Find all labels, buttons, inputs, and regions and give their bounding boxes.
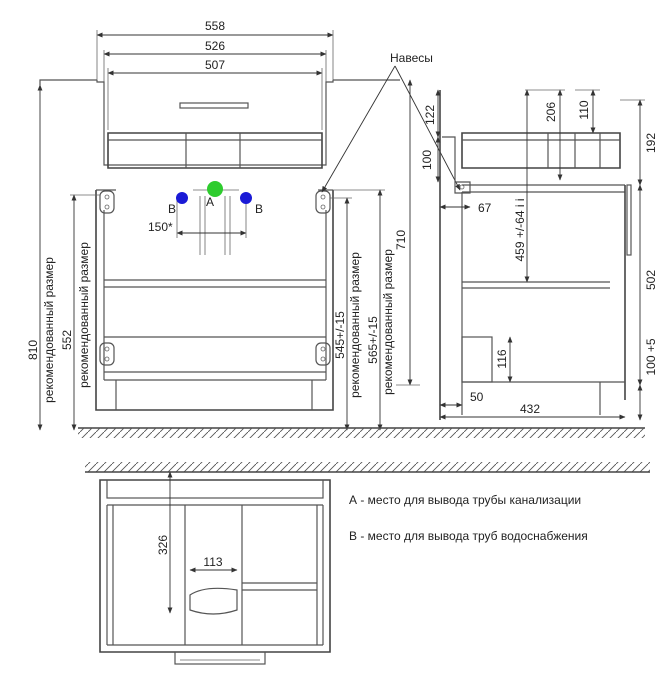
dim-545-label: 545+/-15	[333, 311, 347, 359]
rec-size-right-1: рекомендованный размер	[348, 252, 362, 398]
dim-110: 110	[575, 89, 600, 134]
side-view: 122 100 67 206 110 192 459 +/-64 i i	[420, 89, 658, 421]
dim-502-label: 502	[644, 270, 658, 290]
dim-206-label: 206	[544, 102, 558, 122]
plan-view: 326 113	[85, 462, 650, 665]
dim-50-label: 50	[470, 390, 484, 404]
dim-558-label: 558	[205, 19, 225, 33]
dim-507-label: 507	[205, 58, 225, 72]
dim-100-5: 100 +5	[637, 338, 658, 421]
dim-526: 526	[103, 39, 327, 57]
outlet-b-left-marker	[176, 192, 188, 204]
hinge-bracket-top-left	[99, 190, 115, 214]
dim-710-label: 710	[394, 230, 408, 250]
dim-526-label: 526	[205, 39, 225, 53]
floor-hatch	[78, 427, 645, 438]
legend-a: А - место для вывода трубы канализации	[349, 493, 581, 507]
dim-565-label: 565+/-15	[366, 316, 380, 364]
dim-116: 116	[495, 336, 513, 383]
dim-502: 502	[637, 184, 658, 386]
outlet-b-right-marker	[240, 192, 252, 204]
dim-459: 459 +/-64 i i	[513, 89, 530, 283]
dim-50: 50	[439, 390, 484, 408]
dim-192: 192	[620, 99, 658, 186]
outlet-a-label: A	[206, 195, 214, 209]
dim-565: 565+/-15 рекомендованный размер	[333, 189, 395, 431]
dim-67-label: 67	[478, 201, 492, 215]
legend-b: В - место для вывода труб водоснабжения	[349, 529, 588, 543]
dim-116-label: 116	[495, 349, 509, 368]
dim-432-label: 432	[520, 402, 540, 416]
dim-100-label: 100	[420, 150, 434, 170]
dim-552-label: 552	[60, 330, 74, 350]
dim-150-label: 150*	[148, 220, 173, 234]
dim-810-label: 810	[26, 340, 40, 360]
dim-507: 507	[107, 58, 323, 76]
drawer-handle	[179, 102, 249, 109]
dim-326: 326	[156, 471, 173, 614]
dim-100-5-label: 100 +5	[644, 338, 658, 375]
outlet-a-marker	[207, 181, 223, 197]
dim-100: 100	[420, 136, 441, 183]
hinges-label: Навесы	[390, 51, 433, 65]
outlet-b-left-label: B	[168, 202, 176, 216]
dim-192-label: 192	[644, 133, 658, 153]
dim-206: 206	[525, 89, 565, 181]
front-view: 558 526 507	[26, 19, 461, 431]
hinge-bracket-top-right	[315, 190, 331, 214]
dim-545: 545+/-15 рекомендованный размер	[330, 197, 362, 431]
dim-113-label: 113	[203, 555, 222, 569]
dim-113: 113	[189, 555, 238, 573]
rec-size-left-1: рекомендованный размер	[42, 257, 56, 403]
outlet-b-right-label: B	[255, 202, 263, 216]
dim-122: 122	[423, 89, 441, 138]
dim-110-label: 110	[577, 100, 591, 119]
dim-558: 558	[96, 19, 334, 38]
dim-810: 810 рекомендованный размер	[26, 84, 56, 431]
dim-150: 150*	[148, 200, 247, 238]
dim-67: 67	[439, 201, 492, 215]
hinge-bracket-bottom-right	[315, 342, 331, 366]
dim-459-label: 459 +/-64 i i	[513, 198, 527, 261]
dim-326-label: 326	[156, 535, 170, 555]
hinge-bracket-bottom-left	[99, 342, 115, 366]
rec-size-left-2: рекомендованный размер	[77, 242, 91, 388]
dim-710: 710	[394, 79, 420, 386]
dim-122-label: 122	[423, 105, 437, 125]
legend: А - место для вывода трубы канализации В…	[349, 493, 588, 543]
dim-432: 432	[439, 402, 626, 420]
rec-size-right-2: рекомендованный размер	[381, 249, 395, 395]
dim-552: 552 рекомендованный размер	[60, 194, 100, 431]
